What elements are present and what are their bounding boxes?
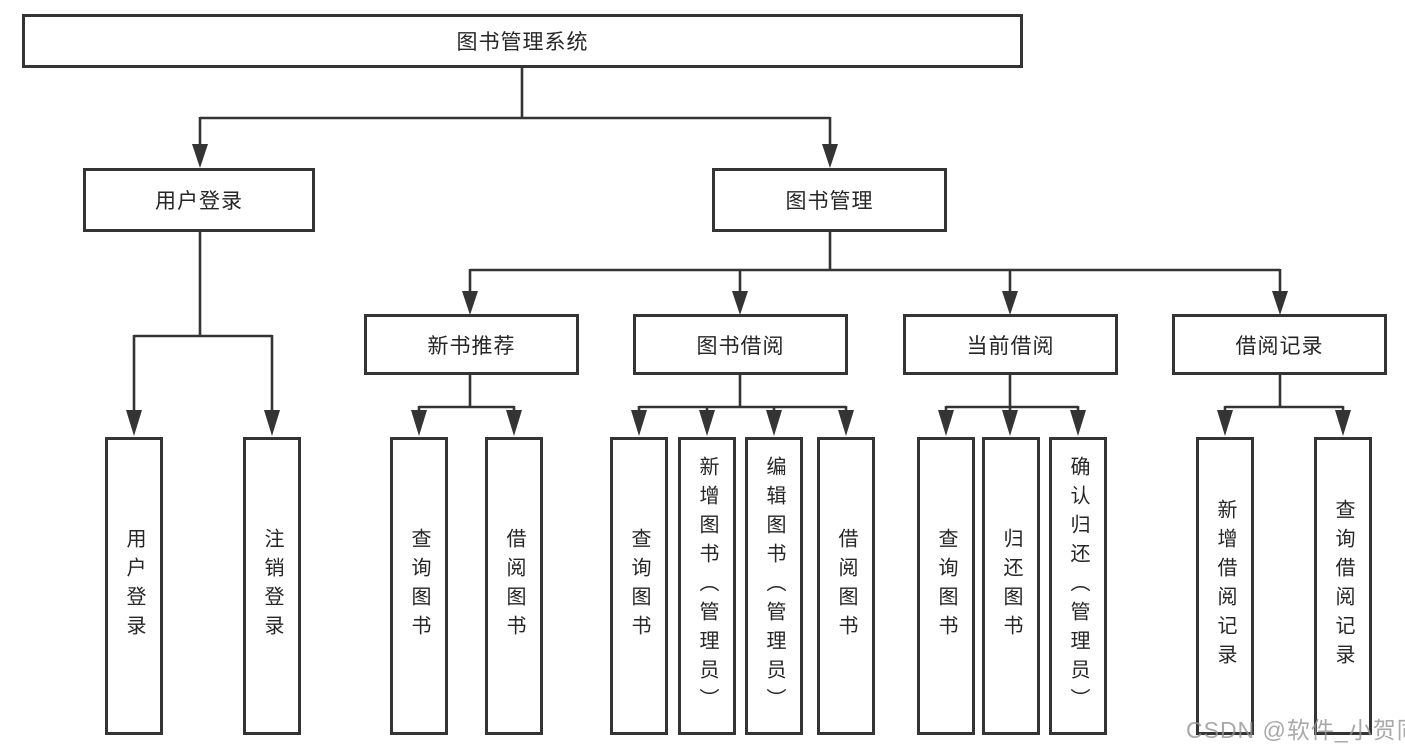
node-leaf-return-books: 归还图书 [982,437,1040,735]
node-current-borrow: 当前借阅 [903,314,1118,375]
node-leaf-query-books-2-label: 查询图书 [628,528,650,644]
node-new-book-recommend-label: 新书推荐 [427,334,516,358]
node-leaf-query-books-3-label: 查询图书 [935,528,957,644]
node-leaf-query-books-3: 查询图书 [917,437,975,735]
node-borrow-records: 借阅记录 [1172,314,1387,375]
node-leaf-edit-books-admin: 编辑图书（管理员） [745,437,803,735]
node-leaf-logout-label: 注销登录 [261,528,283,644]
node-leaf-borrow-books-1-label: 借阅图书 [503,528,525,644]
node-leaf-user-login-label: 用户登录 [123,528,145,644]
node-book-management-label: 图书管理 [785,190,874,213]
node-borrow-records-label: 借阅记录 [1235,334,1324,358]
node-user-login: 用户登录 [83,168,315,232]
node-leaf-add-books-admin-label: 新增图书（管理员） [696,455,718,717]
node-book-management: 图书管理 [712,168,947,232]
node-book-borrow: 图书借阅 [633,314,848,375]
node-leaf-logout: 注销登录 [243,437,301,735]
node-new-book-recommend: 新书推荐 [364,314,579,375]
node-leaf-confirm-return-admin: 确认归还（管理员） [1049,437,1107,735]
node-leaf-confirm-return-admin-label: 确认归还（管理员） [1067,455,1089,717]
arrowheads [126,144,1351,436]
node-leaf-edit-books-admin-label: 编辑图书（管理员） [763,455,785,717]
node-leaf-add-borrow-record-label: 新增借阅记录 [1214,499,1236,673]
csdn-watermark: CSDN @软件_小贺同学 [1186,717,1405,743]
node-current-borrow-label: 当前借阅 [966,334,1055,358]
node-leaf-borrow-books-2: 借阅图书 [817,437,875,735]
node-leaf-add-borrow-record: 新增借阅记录 [1196,437,1254,735]
node-leaf-return-books-label: 归还图书 [1000,528,1022,644]
node-leaf-query-borrow-record-label: 查询借阅记录 [1332,499,1354,673]
node-leaf-query-borrow-record: 查询借阅记录 [1314,437,1372,735]
node-root: 图书管理系统 [22,14,1023,68]
node-leaf-user-login: 用户登录 [105,437,163,735]
node-leaf-borrow-books-2-label: 借阅图书 [835,528,857,644]
node-user-login-label: 用户登录 [155,190,243,213]
node-leaf-query-books-2: 查询图书 [610,437,668,735]
node-leaf-query-books-1-label: 查询图书 [408,528,430,644]
node-book-borrow-label: 图书借阅 [696,334,785,358]
node-leaf-add-books-admin: 新增图书（管理员） [678,437,736,735]
node-leaf-borrow-books-1: 借阅图书 [485,437,543,735]
node-root-label: 图书管理系统 [456,31,589,54]
node-leaf-query-books-1: 查询图书 [390,437,448,735]
